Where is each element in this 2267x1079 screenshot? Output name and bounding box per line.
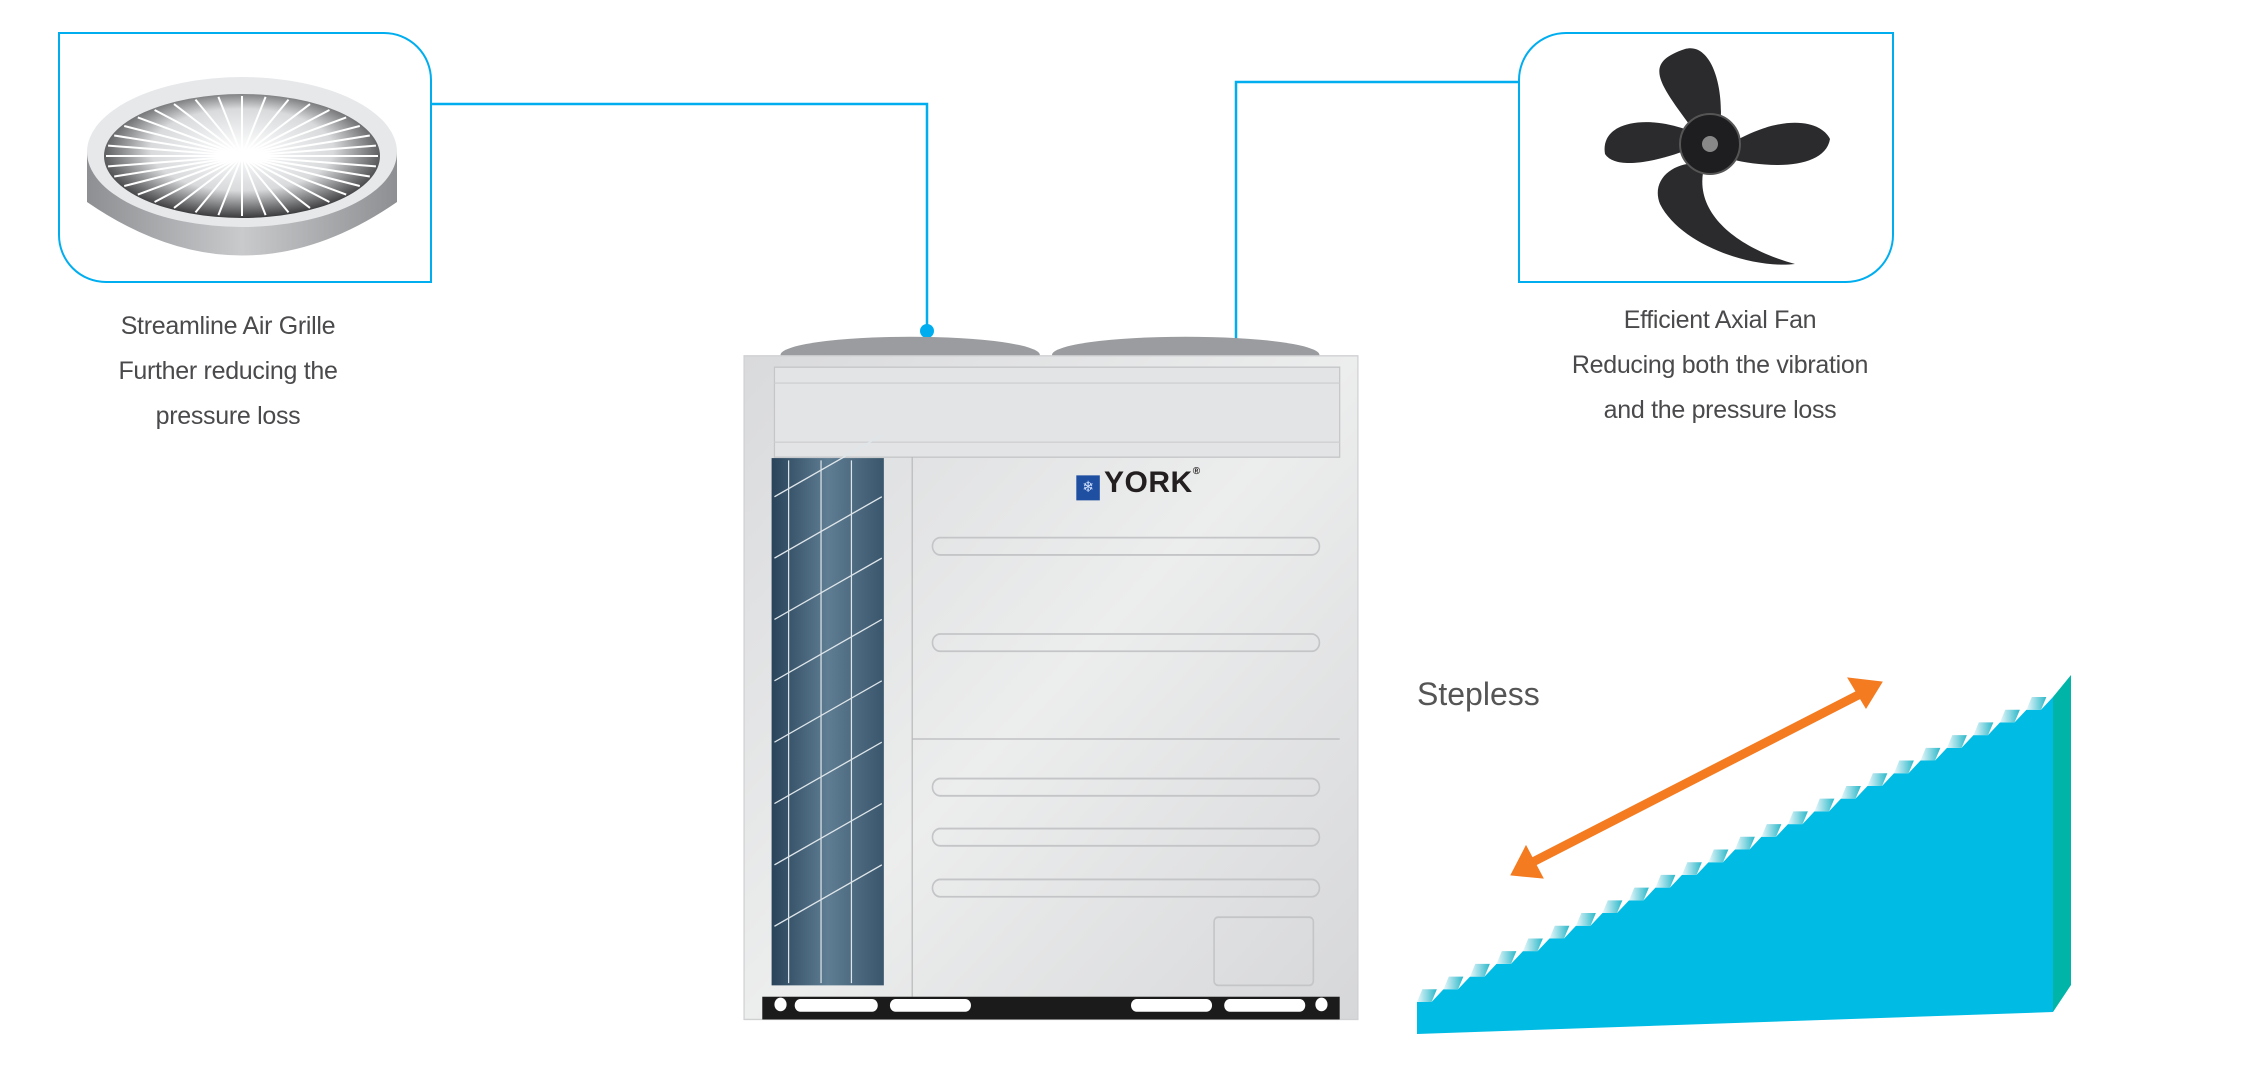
stair-step: [1523, 938, 1543, 952]
york-logo: ❄: [1076, 475, 1100, 501]
stepless-label: Stepless: [1417, 676, 1540, 712]
staircase-front: [1417, 697, 2053, 1034]
axial-fan-image-box: [1518, 32, 1894, 283]
double-arrow: [1510, 677, 1883, 879]
stair-step: [2000, 709, 2020, 723]
arrow-head-right: [1847, 677, 1883, 709]
stair-step: [1894, 760, 1914, 774]
staircase-side: [2053, 675, 2071, 1012]
stair-step: [1788, 811, 1808, 825]
stair-step: [1973, 722, 1994, 736]
arrow-head-left: [1510, 844, 1544, 879]
stair-step: [2026, 697, 2047, 710]
axial-fan-desc-line1: Reducing both the vibration: [1571, 351, 1869, 379]
stair-step: [1443, 976, 1464, 990]
stair-step: [1602, 900, 1623, 914]
stair-step: [1549, 925, 1570, 939]
air-grille-desc-line1: Further reducing the: [118, 357, 338, 385]
stair-step: [1417, 989, 1437, 1002]
york-brand-text: YORK®: [1104, 466, 1201, 499]
stair-step: [1496, 951, 1517, 964]
air-grille-title: Streamline Air Grille: [120, 312, 336, 340]
stair-step: [1470, 963, 1490, 977]
stair-step: [1920, 747, 1941, 761]
axial-fan-title: Efficient Axial Fan: [1623, 306, 1817, 334]
stair-step: [1655, 874, 1676, 888]
connector-fan: [1234, 80, 1518, 372]
connector-dot-grille: [920, 324, 934, 338]
stair-step: [1867, 773, 1888, 786]
stair-step: [1629, 887, 1649, 901]
axial-fan-caption: Efficient Axial Fan Reducing both the vi…: [1530, 298, 1910, 433]
svg-text:❄: ❄: [1082, 480, 1094, 497]
stair-step: [1708, 849, 1729, 863]
stair-step: [1841, 785, 1861, 799]
air-grille-illustration: [87, 77, 397, 256]
stair-step: [1735, 836, 1755, 850]
air-grille-image-box: [58, 32, 432, 283]
york-snowflake-icon: [1076, 475, 1100, 501]
air-grille-caption: Streamline Air Grille Further reducing t…: [58, 304, 398, 439]
stair-step: [1576, 913, 1596, 926]
axial-fan-desc-line2: and the pressure loss: [1603, 396, 1837, 424]
air-grille-desc-line2: pressure loss: [155, 402, 301, 430]
stair-step: [1947, 735, 1967, 748]
outdoor-unit: ❄: [743, 336, 1359, 1021]
axial-fan-illustration: [1604, 48, 1830, 265]
stair-step: [1814, 798, 1835, 812]
stair-step: [1761, 824, 1782, 837]
condenser-coil: [771, 458, 884, 986]
connector-grille: [431, 102, 929, 330]
stair-step: [1682, 862, 1702, 875]
